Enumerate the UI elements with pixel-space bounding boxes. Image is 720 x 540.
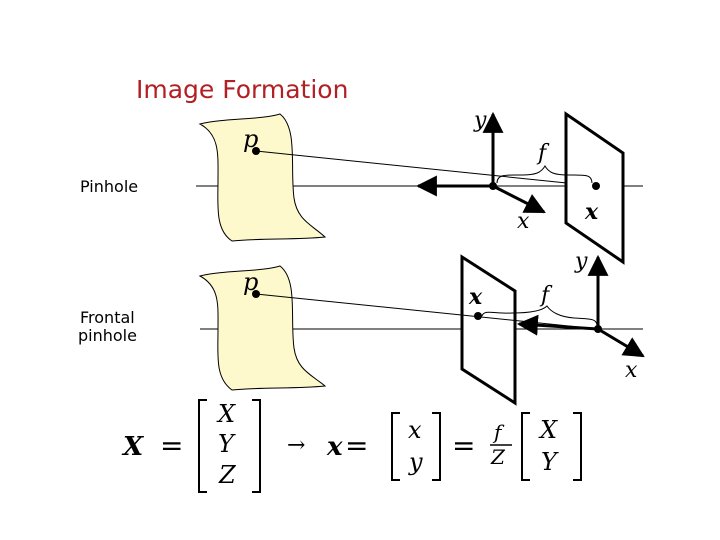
pinhole-label: Pinhole — [80, 177, 138, 196]
eq-image-vec-x: x — [408, 416, 422, 444]
z-axis-bottom — [516, 314, 599, 336]
page-title: Image Formation — [136, 75, 348, 104]
eq-frac-den: Z — [490, 445, 506, 469]
world-point-p-top — [252, 147, 260, 155]
eq-equals-2: = — [345, 429, 368, 462]
label-y-top: y — [473, 108, 487, 133]
eq-bracket-right-2 — [432, 412, 441, 481]
eq-arrow: → — [287, 433, 305, 458]
label-f-top: f — [536, 141, 550, 166]
frontal-label-line1: Frontal — [80, 308, 135, 327]
frontal-label-line2: pinhole — [78, 326, 137, 345]
eq-bracket-right-1 — [252, 399, 261, 493]
label-y-bottom: y — [574, 249, 588, 274]
object-surface-bottom — [198, 265, 327, 391]
eq-bracket-left-1 — [198, 399, 207, 493]
eq-proj-X: X — [538, 416, 558, 444]
eq-world-Y: Y — [218, 430, 236, 458]
x-axis-bottom — [597, 327, 645, 358]
object-surface-top — [198, 113, 327, 242]
label-p-top: p — [243, 125, 258, 153]
projection-ray-top — [255, 150, 597, 187]
eq-world-Z: Z — [218, 461, 237, 489]
x-axis-top — [492, 184, 546, 214]
eq-equals-1: = — [160, 429, 183, 462]
pinhole-point-bottom — [594, 325, 602, 333]
label-f-bottom: f — [539, 283, 553, 308]
label-image-x-bottom: x — [468, 284, 483, 310]
label-image-x-top: x — [584, 199, 599, 225]
label-x-axis-bottom: x — [625, 358, 638, 383]
eq-bracket-left-2 — [391, 412, 400, 481]
eq-frac-num: f — [492, 420, 505, 444]
focal-brace-bottom — [481, 305, 598, 327]
world-point-p-bottom — [252, 290, 260, 298]
projection-equation: X = X Y Z → x = x y = f Z X Y — [121, 399, 582, 493]
eq-bracket-right-3 — [573, 412, 582, 481]
label-p-bottom: p — [243, 268, 258, 296]
eq-world-X: X — [216, 400, 236, 428]
label-x-axis-top: x — [517, 209, 530, 234]
image-plane-bottom — [460, 254, 517, 406]
projection-ray-bottom — [255, 293, 599, 330]
eq-proj-Y: Y — [541, 448, 559, 476]
image-point-bottom — [474, 312, 482, 320]
eq-lhs-X: X — [121, 432, 145, 462]
eq-image-x: x — [326, 432, 343, 462]
eq-bracket-left-3 — [521, 412, 530, 481]
pinhole-point-top — [489, 182, 497, 190]
eq-image-vec-y: y — [408, 448, 423, 476]
image-point-top — [592, 182, 600, 190]
pinhole-diagram: p y f x x — [196, 108, 643, 265]
focal-brace-top — [496, 164, 593, 184]
frontal-pinhole-diagram: p y f x x — [198, 249, 645, 406]
eq-equals-3: = — [452, 429, 475, 462]
